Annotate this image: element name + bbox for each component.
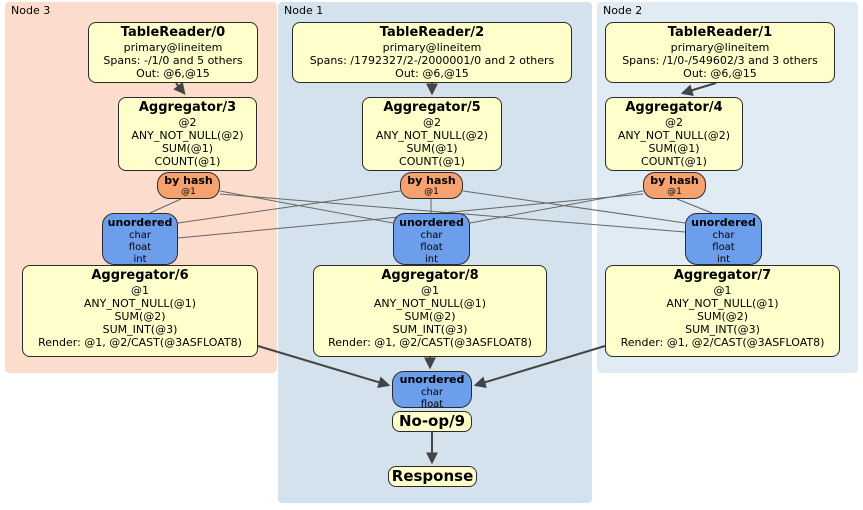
processor-aggregator7: Aggregator/7 @1 ANY_NOT_NULL(@1) SUM(@2)… bbox=[605, 265, 840, 357]
node3-label: Node 3 bbox=[11, 4, 51, 17]
processor-line: Render: @1, @2/CAST(@3ASFLOAT8) bbox=[620, 336, 825, 349]
processor-line: ANY_NOT_NULL(@2) bbox=[617, 129, 731, 142]
edge-hash2-to-sync2 bbox=[676, 198, 713, 214]
processor-aggregator5: Aggregator/5 @2 ANY_NOT_NULL(@2) SUM(@1)… bbox=[362, 97, 502, 171]
processor-title: Aggregator/6 bbox=[91, 268, 189, 283]
processor-aggregator6: Aggregator/6 @1 ANY_NOT_NULL(@1) SUM(@2)… bbox=[22, 265, 258, 357]
edge-hash2-to-sync1 bbox=[469, 190, 644, 224]
sync-type: int bbox=[716, 254, 731, 265]
processor-line: SUM(@2) bbox=[404, 310, 456, 323]
sync-title: unordered bbox=[399, 373, 465, 386]
sync-type: int bbox=[133, 254, 147, 265]
edge-tr0-to-agg3 bbox=[173, 81, 186, 95]
processor-line: @1 bbox=[713, 284, 732, 297]
sync-title: unordered bbox=[691, 216, 756, 229]
processor-line: ANY_NOT_NULL(@2) bbox=[375, 129, 489, 142]
sync-type: int bbox=[424, 254, 439, 265]
router-by-hash-node1: by hash @1 bbox=[400, 172, 463, 199]
processor-tablereader2: TableReader/2 primary@lineitem Spans: /1… bbox=[292, 22, 572, 83]
router-title: by hash bbox=[164, 174, 213, 187]
sync-type: float bbox=[420, 399, 444, 410]
edge-hash1-to-sync3 bbox=[177, 190, 401, 224]
sync-type: char bbox=[128, 230, 152, 241]
processor-line: primary@lineitem bbox=[670, 41, 770, 54]
processor-line: Spans: /1/0-/549602/3 and 3 others bbox=[622, 54, 818, 67]
sync-unordered-final: unordered char float bbox=[392, 371, 472, 410]
processor-title: TableReader/2 bbox=[379, 25, 485, 40]
edge-agg6-to-final bbox=[257, 345, 391, 388]
sync-title: unordered bbox=[107, 216, 173, 229]
processor-line: Render: @1, @2/CAST(@3ASFLOAT8) bbox=[328, 336, 532, 349]
edge-hash1-to-sync2 bbox=[462, 190, 686, 224]
processor-response: Response bbox=[388, 466, 477, 487]
processor-line: ANY_NOT_NULL(@1) bbox=[83, 297, 197, 310]
processor-line: COUNT(@1) bbox=[154, 155, 221, 168]
processor-line: SUM(@1) bbox=[161, 142, 214, 155]
processor-tablereader0: TableReader/0 primary@lineitem Spans: -/… bbox=[88, 22, 258, 83]
processor-title: Aggregator/7 bbox=[673, 268, 772, 283]
processor-line: @1 bbox=[421, 284, 439, 297]
processor-line: ANY_NOT_NULL(@1) bbox=[666, 297, 779, 310]
processor-line: SUM(@1) bbox=[648, 142, 700, 155]
processor-line: @2 bbox=[178, 116, 197, 129]
router-by-hash-node3: by hash @1 bbox=[157, 172, 220, 199]
processor-title: Aggregator/8 bbox=[381, 268, 479, 283]
sync-type: float bbox=[420, 242, 443, 253]
processor-tablereader1: TableReader/1 primary@lineitem Spans: /1… bbox=[605, 22, 835, 83]
sync-type: float bbox=[128, 242, 152, 253]
router-detail: @1 bbox=[181, 187, 196, 197]
processor-line: Out: @6,@15 bbox=[683, 67, 757, 80]
processor-aggregator3: Aggregator/3 @2 ANY_NOT_NULL(@2) SUM(@1)… bbox=[118, 97, 257, 171]
sync-type: float bbox=[712, 242, 735, 253]
processor-line: @2 bbox=[665, 116, 683, 129]
processor-line: Render: @1, @2/CAST(@3ASFLOAT8) bbox=[38, 336, 242, 349]
processor-line: COUNT(@1) bbox=[641, 155, 707, 168]
processor-line: SUM_INT(@3) bbox=[392, 323, 468, 336]
processor-line: @1 bbox=[131, 284, 149, 297]
edge-tr1-to-agg4 bbox=[680, 82, 717, 96]
processor-line: primary@lineitem bbox=[382, 41, 482, 54]
processor-title: TableReader/1 bbox=[667, 25, 773, 40]
processor-line: SUM(@2) bbox=[696, 310, 749, 323]
processor-line: Out: @6,@15 bbox=[395, 67, 469, 80]
node1-label: Node 1 bbox=[284, 4, 324, 17]
node2-label: Node 2 bbox=[603, 4, 643, 17]
processor-aggregator8: Aggregator/8 @1 ANY_NOT_NULL(@1) SUM(@2)… bbox=[313, 265, 547, 357]
processor-line: SUM(@1) bbox=[406, 142, 458, 155]
processor-line: ANY_NOT_NULL(@1) bbox=[373, 297, 487, 310]
edge-agg7-to-final bbox=[473, 345, 606, 388]
processor-title: Response bbox=[391, 467, 474, 485]
processor-title: Aggregator/5 bbox=[383, 100, 481, 115]
sync-unordered-node2: unordered char float int bbox=[685, 213, 762, 265]
processor-line: Spans: -/1/0 and 5 others bbox=[103, 54, 243, 67]
router-by-hash-node2: by hash @1 bbox=[643, 172, 706, 199]
processor-line: primary@lineitem bbox=[123, 41, 223, 54]
processor-noop9: No-op/9 bbox=[392, 411, 472, 432]
processor-line: Spans: /1792327/2-/2000001/0 and 2 other… bbox=[309, 54, 555, 67]
processor-line: SUM(@2) bbox=[114, 310, 166, 323]
processor-line: COUNT(@1) bbox=[399, 155, 465, 168]
processor-line: Out: @6,@15 bbox=[136, 67, 210, 80]
router-title: by hash bbox=[407, 174, 456, 187]
router-detail: @1 bbox=[424, 187, 439, 197]
processor-line: ANY_NOT_NULL(@2) bbox=[131, 129, 244, 142]
processor-title: TableReader/0 bbox=[120, 25, 226, 40]
processor-title: Aggregator/4 bbox=[625, 100, 723, 115]
processor-title: Aggregator/3 bbox=[138, 100, 237, 115]
processor-aggregator4: Aggregator/4 @2 ANY_NOT_NULL(@2) SUM(@1)… bbox=[605, 97, 743, 171]
processor-line: SUM_INT(@3) bbox=[102, 323, 178, 336]
processor-line: SUM_INT(@3) bbox=[685, 323, 760, 336]
sync-title: unordered bbox=[399, 216, 464, 229]
sync-type: char bbox=[420, 230, 443, 241]
edge-hash3-to-sync3 bbox=[149, 198, 182, 214]
router-detail: @1 bbox=[667, 187, 682, 197]
sync-unordered-node1: unordered char float int bbox=[393, 213, 470, 265]
sync-unordered-node3: unordered char float int bbox=[102, 213, 178, 265]
router-title: by hash bbox=[650, 174, 699, 187]
sync-type: char bbox=[712, 230, 735, 241]
sync-type: char bbox=[420, 387, 444, 398]
processor-title: No-op/9 bbox=[398, 412, 466, 430]
processor-line: @2 bbox=[423, 116, 441, 129]
